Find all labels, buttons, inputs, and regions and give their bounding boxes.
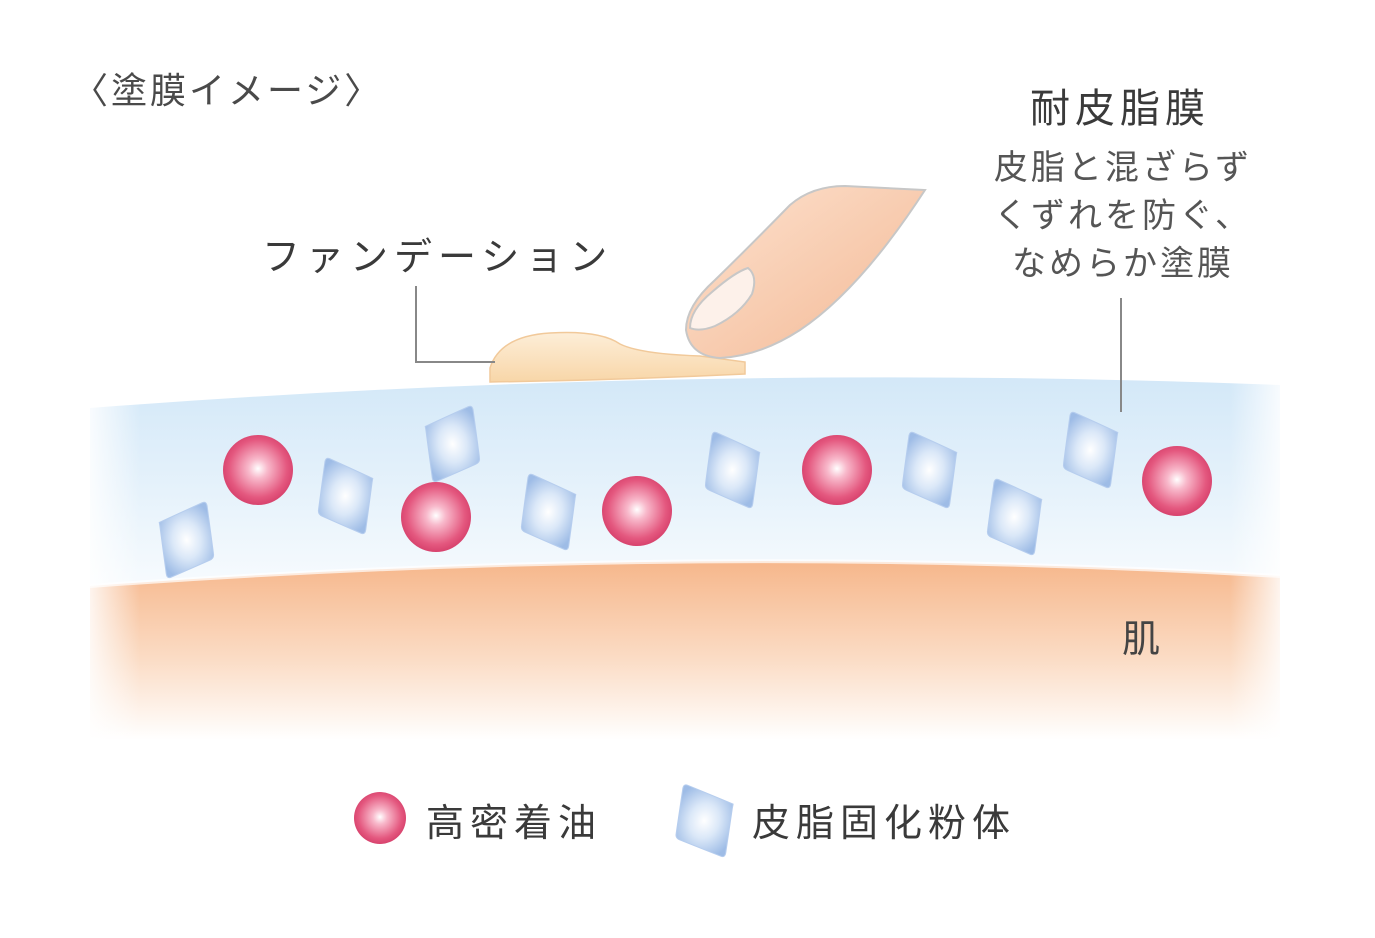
oil-sphere [223, 435, 293, 505]
legend-oil-icon [354, 792, 406, 844]
oil-sphere [602, 476, 672, 546]
oil-particles [223, 435, 1212, 552]
right-fade [1230, 360, 1290, 750]
legend-powder-label: 皮脂固化粉体 [752, 801, 1017, 845]
film-description-line-3: なめらか塗膜 [1012, 244, 1234, 284]
film-title: 耐皮脂膜 [1030, 86, 1210, 132]
left-fade [80, 360, 140, 750]
skin-label: 肌 [1122, 617, 1165, 661]
oil-sphere [1142, 446, 1212, 516]
diagram-title: 〈塗膜イメージ〉 [72, 71, 384, 112]
oil-sphere [802, 435, 872, 505]
film-description-line-2: くずれを防ぐ、 [994, 196, 1252, 236]
finger-illustration [684, 184, 927, 360]
oil-sphere [401, 482, 471, 552]
skin-layer [90, 559, 1280, 740]
legend-oil-label: 高密着油 [426, 801, 603, 845]
film-layer [89, 377, 1281, 588]
foundation-label: ファンデーション [262, 235, 614, 279]
foundation-leader-line [415, 286, 495, 363]
foundation-blob [489, 331, 746, 383]
film-description-line-1: 皮脂と混ざらず [993, 148, 1253, 188]
legend-powder-icon [670, 783, 738, 858]
